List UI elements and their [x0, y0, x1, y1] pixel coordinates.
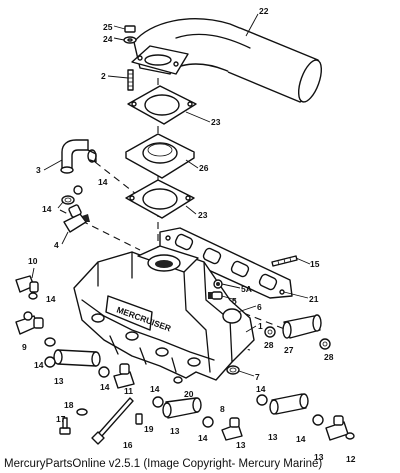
callout-12: 12	[346, 454, 356, 464]
callout-7: 7	[255, 372, 260, 382]
leader-lines	[31, 13, 311, 377]
plug-5	[208, 291, 223, 300]
callout-24: 24	[103, 34, 113, 44]
callout-28-left: 28	[264, 340, 274, 350]
nut-washer-24-25	[123, 25, 137, 44]
clamp-28-right	[319, 338, 331, 350]
callout-13-mid: 13	[170, 426, 180, 436]
callout-17: 17	[56, 414, 66, 424]
callout-19: 19	[144, 424, 154, 434]
clamp-14-e	[256, 394, 268, 406]
callout-28-right: 28	[324, 352, 334, 362]
callout-10: 10	[28, 256, 38, 266]
clamp-14-h	[73, 185, 83, 195]
hose-clamp-14-left	[61, 195, 75, 205]
callout-14-g: 14	[198, 433, 208, 443]
callout-14-h: 14	[256, 384, 266, 394]
fitting-11-mid	[221, 417, 243, 441]
hose-13-right	[269, 393, 309, 415]
callout-6: 6	[257, 302, 262, 312]
fitting-4	[63, 204, 90, 233]
plug-7	[226, 365, 240, 375]
callout-14-c: 14	[46, 294, 56, 304]
callout-23-lower: 23	[198, 210, 208, 220]
fitting-10	[15, 275, 39, 300]
hose-27	[282, 314, 322, 339]
callout-numbers: 22 25 24 2 23 26 23 3 14 14 4 15 21 5A 5…	[22, 6, 356, 464]
clamp-28-left	[264, 326, 276, 338]
washer-20	[173, 376, 183, 384]
callout-4: 4	[54, 240, 59, 250]
callout-22: 22	[259, 6, 269, 16]
hose-elbow-3	[60, 139, 97, 174]
callout-13-left: 13	[54, 376, 64, 386]
callout-9: 9	[22, 342, 27, 352]
clamp-14-c	[152, 396, 164, 408]
callout-5: 5	[232, 296, 237, 306]
callout-14-d: 14	[34, 360, 44, 370]
exhaust-elbow-22	[131, 18, 323, 103]
washer-6	[222, 308, 242, 324]
callout-11-mid: 13	[236, 440, 246, 450]
clamp-14-f	[312, 414, 324, 426]
callout-23-upper: 23	[211, 117, 221, 127]
bolt-16	[91, 397, 134, 445]
callout-20: 20	[184, 389, 194, 399]
manifold-gasket-21	[159, 227, 293, 299]
callout-13-right: 13	[268, 432, 278, 442]
callout-5a: 5A	[241, 284, 252, 294]
stud-15	[271, 255, 298, 267]
callout-27: 27	[284, 345, 294, 355]
callout-8: 8	[220, 404, 225, 414]
exhaust-manifold-1: MERCRUISER	[73, 245, 255, 381]
callout-14-left: 14	[42, 204, 52, 214]
callout-14-top: 14	[98, 177, 108, 187]
hose-13-left	[53, 349, 101, 367]
callout-11-left: 11	[124, 386, 133, 396]
callout-21: 21	[309, 294, 319, 304]
fitting-11-left	[113, 363, 135, 389]
hose-13-mid	[162, 397, 202, 419]
clamp-14-b	[98, 366, 110, 378]
image-caption: MercuryPartsOnline v2.5.1 (Image Copyrig…	[4, 458, 323, 470]
bolt-17	[59, 417, 71, 435]
clamp-14-a	[44, 356, 56, 368]
stud-2	[127, 69, 134, 91]
nut-18	[76, 408, 88, 416]
fitting-5a	[213, 279, 223, 289]
callout-25: 25	[103, 22, 113, 32]
callout-26: 26	[199, 163, 209, 173]
clamp-14-g	[23, 311, 33, 321]
callout-2: 2	[101, 71, 106, 81]
fitting-11-right	[325, 415, 355, 441]
gasket-23-lower	[125, 179, 195, 219]
gasket-23-upper	[127, 85, 197, 125]
plug-19	[135, 413, 143, 425]
callout-18: 18	[64, 400, 74, 410]
callout-14-f: 14	[150, 384, 160, 394]
callout-16: 16	[123, 440, 133, 450]
clamp-14-d	[202, 416, 214, 428]
callout-14-i: 14	[296, 434, 306, 444]
callout-14-e: 14	[100, 382, 110, 392]
callout-1: 1	[258, 321, 263, 331]
callout-11-right: 13	[314, 452, 324, 462]
callout-3: 3	[36, 165, 41, 175]
callout-15: 15	[310, 259, 320, 269]
spacer-plate-26	[125, 133, 195, 179]
